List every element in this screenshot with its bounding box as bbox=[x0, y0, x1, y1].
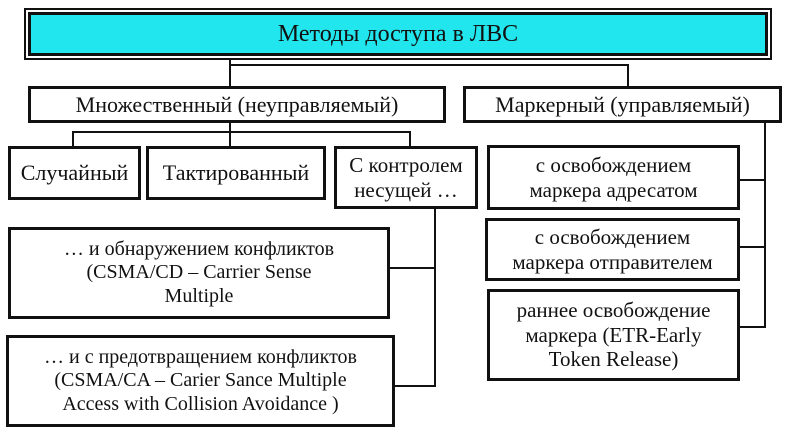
clocked-node: Тактированный bbox=[146, 146, 326, 200]
clocked-label: Тактированный bbox=[162, 160, 310, 186]
token-label: Маркерный (управляемый) bbox=[495, 91, 750, 117]
release-by-sender-line-2: маркера отправителем bbox=[512, 249, 713, 274]
csma-ca-node: … и с предотвращением конфликтов (CSMA/C… bbox=[6, 335, 395, 427]
early-release-line-1: раннее освобождение bbox=[516, 297, 711, 322]
multiple-node: Множественный (неуправляемый) bbox=[28, 86, 446, 123]
release-by-sender-line-1: с освобождением bbox=[534, 224, 691, 249]
token-node: Маркерный (управляемый) bbox=[463, 86, 782, 123]
csma-ca-line-3: Access with Collision Avoidance ) bbox=[62, 392, 339, 415]
connector-carrier-trunk bbox=[395, 209, 436, 387]
multiple-label: Множественный (неуправляемый) bbox=[75, 91, 399, 117]
random-node: Случайный bbox=[8, 146, 141, 200]
csma-cd-line-1: … и обнаружением конфликтов bbox=[63, 237, 335, 260]
early-release-line-2: маркера (ETR-Early bbox=[525, 322, 702, 347]
connector-multiple-children bbox=[72, 123, 231, 146]
release-by-recipient-line-2: маркера адресатом bbox=[529, 177, 698, 202]
carrier-label-line-2: несущей … bbox=[354, 177, 458, 202]
root-node: Методы доступа в ЛВС bbox=[28, 12, 768, 56]
csma-ca-line-1: … и с предотвращением конфликтов bbox=[43, 345, 357, 368]
connector-multiple-clocked bbox=[230, 131, 411, 146]
release-by-sender-node: с освобождением маркера отправителем bbox=[485, 218, 740, 281]
csma-cd-node: … и обнаружением конфликтов (CSMA/CD – C… bbox=[8, 227, 390, 319]
root-label: Методы доступа в ЛВС bbox=[277, 20, 519, 47]
carrier-label-line-1: С контролем bbox=[349, 152, 463, 177]
early-release-node: раннее освобождение маркера (ETR-Early T… bbox=[487, 289, 740, 381]
csma-cd-line-2: (CSMA/CD – Carrier Sense bbox=[86, 261, 312, 284]
random-label: Случайный bbox=[20, 160, 129, 186]
connector-token-trunk bbox=[740, 123, 766, 328]
early-release-line-3: Token Release) bbox=[548, 347, 679, 372]
release-by-recipient-node: с освобождением маркера адресатом bbox=[487, 145, 740, 210]
csma-ca-line-2: (CSMA/CA – Carier Sance Multiple bbox=[54, 369, 347, 392]
csma-cd-line-3: Multiple bbox=[164, 284, 234, 307]
carrier-node: С контролем несущей … bbox=[334, 146, 478, 209]
release-by-recipient-line-1: с освобождением bbox=[535, 152, 692, 177]
connector-root-branch bbox=[229, 56, 629, 86]
